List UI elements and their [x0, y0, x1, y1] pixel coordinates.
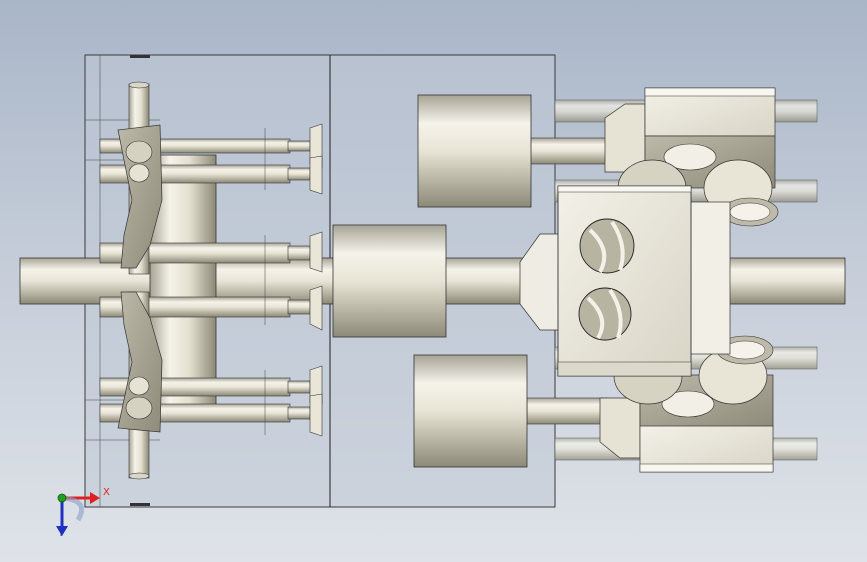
- coordinate-triad: [56, 492, 100, 536]
- rocker-arm-lower[interactable]: [117, 291, 163, 480]
- crosshead-block[interactable]: [519, 185, 731, 377]
- axis-y-label: Y: [58, 528, 65, 539]
- upper-bracket[interactable]: [604, 87, 779, 227]
- rocker-arm-upper[interactable]: [117, 81, 163, 275]
- lower-piston[interactable]: [413, 354, 608, 468]
- pin-hole-lower: [578, 287, 632, 341]
- axis-x-label: X: [103, 487, 110, 498]
- center-piston[interactable]: [332, 224, 447, 338]
- upper-piston[interactable]: [417, 94, 611, 208]
- pin-hole-upper: [579, 218, 635, 274]
